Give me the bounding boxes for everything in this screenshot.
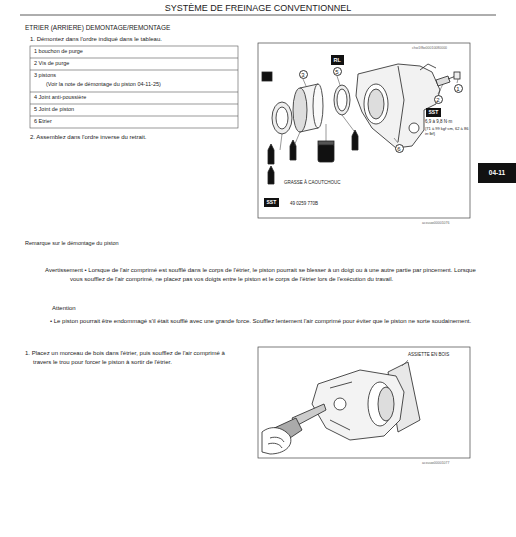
callout-number: 6 [395,144,404,153]
leader-line [402,360,408,366]
leader-lines [280,76,458,150]
table-cell: (Voir la note de démontage du piston 04-… [46,81,236,88]
caution-heading: Attention [52,305,252,313]
table-cell: 4 Joint anti-poussière [34,94,234,101]
callout-number: 3 [299,70,308,79]
table-cell: 3 pistons [34,72,234,79]
table-cell: 5 Joint de piston [34,106,234,113]
torque-value: 6,9 à 9,8 N·m [425,119,469,125]
tool-number: 49 0259 770B [290,201,370,207]
table-cell: 6 Etrier [34,118,234,125]
part-name: ASSIETTE EN BOIS [408,352,466,358]
grease-label: GRASSE À CAOUTCHOUC [284,180,394,186]
black-marker [262,72,272,81]
caution-text: • Le piston pourrait être endommagé s'il… [50,317,482,326]
node-text: SST [267,200,277,206]
sst-tag: SST [264,198,279,207]
table-cell: 1 bouchon de purge [34,48,234,55]
step-text: 1. Démontez dans l'ordre indiqué dans le… [30,36,252,44]
callout-number: 2 [434,95,443,104]
page-header: SYSTÈME DE FREINAGE CONVENTIONNEL [0,3,516,14]
section-heading: ETRIER (ARRIERE) DEMONTAGE/REMONTAGE [25,24,255,32]
figure-ref: acxuuw00001076 [422,221,472,225]
figure-frame [258,347,470,458]
torque-value: {71 à 99 kgf·cm, 62 à 86 in·lbf} [425,126,469,136]
note-heading: Remarque sur le démontage du piston [25,240,265,247]
step-text: 1. Placez un morceau de bois dans l'étri… [25,349,235,367]
callout-number: 1 [454,84,463,93]
piston-removal-view [262,362,420,454]
node-text: 04-11 [478,169,516,176]
warning-text: Avertissement • Lorsque de l'air comprim… [45,266,485,284]
view-marker: RL [331,55,344,65]
section-tab-ground [478,163,516,183]
figure-frame [258,43,470,218]
parts-table [30,46,238,128]
step-text: 2. Assemblez dans l'ordre inverse du ret… [30,134,252,142]
table-cell: 2 Vis de purge [34,60,234,67]
section-tab: 04-11 [478,163,516,183]
figure-ref: acxuuw00001077 [422,461,472,465]
figure-ref: chw1f8w00010080000 [412,46,468,50]
node-text: SST [429,110,439,116]
header-rule [20,15,496,16]
node-text: RL [334,57,342,63]
callout-number: 5 [333,67,342,76]
sst-tag: SST [426,108,441,117]
